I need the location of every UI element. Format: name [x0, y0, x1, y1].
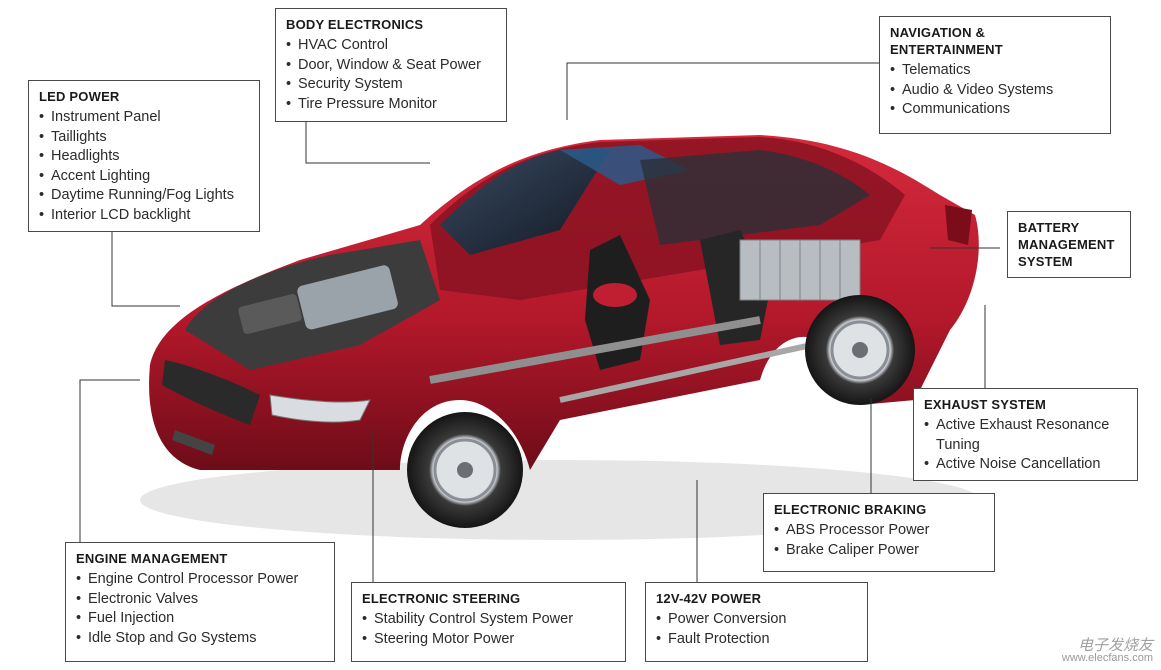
list-item: Engine Control Processor Power [76, 570, 324, 590]
fog-light [172, 430, 215, 455]
callout-battery-management: BATTERY MANAGEMENT SYSTEM [1007, 211, 1131, 278]
power12v-title: 12V-42V POWER [656, 591, 762, 606]
list-item: Headlights [39, 147, 249, 167]
callout-electronic-steering: ELECTRONIC STEERING Stability Control Sy… [351, 582, 626, 662]
callout-engine-management: ENGINE MANAGEMENT Engine Control Process… [65, 542, 335, 662]
list-item: Taillights [39, 128, 249, 148]
list-item: Audio & Video Systems [890, 81, 1100, 101]
taillight [945, 205, 972, 245]
list-item: Communications [890, 100, 1100, 120]
list-item: Brake Caliper Power [774, 541, 984, 561]
list-item: Stability Control System Power [362, 610, 615, 630]
engine-cover [238, 294, 302, 334]
list-item: Power Conversion [656, 610, 857, 630]
engine-block [297, 265, 398, 330]
list-item: Instrument Panel [39, 108, 249, 128]
navigation-title-line1: NAVIGATION & [890, 25, 986, 40]
steering-list: Stability Control System Power Steering … [362, 610, 615, 649]
list-item: Active Noise Cancellation [924, 455, 1127, 475]
headlight [269, 394, 371, 423]
navigation-title-line2: ENTERTAINMENT [890, 42, 1003, 57]
exhaust-list: Active Exhaust Resonance Tuning Active N… [924, 416, 1127, 475]
led-power-list: Instrument Panel Taillights Headlights A… [39, 108, 249, 225]
watermark-logo-text: 电子发烧友 [1077, 637, 1153, 654]
callout-navigation-entertainment: NAVIGATION & ENTERTAINMENT Telematics Au… [879, 16, 1111, 134]
braking-title: ELECTRONIC BRAKING [774, 502, 927, 517]
leader-lines [79, 62, 1000, 583]
battery-title-line1: BATTERY [1018, 220, 1080, 235]
list-item: Daytime Running/Fog Lights [39, 186, 249, 206]
engine-title: ENGINE MANAGEMENT [76, 551, 228, 566]
watermark: 电子发烧友 www.elecfans.com [1061, 637, 1153, 664]
steering-title: ELECTRONIC STEERING [362, 591, 521, 606]
list-item: HVAC Control [286, 36, 496, 56]
engine-list: Engine Control Processor Power Electroni… [76, 570, 324, 648]
callout-exhaust-system: EXHAUST SYSTEM Active Exhaust Resonance … [913, 388, 1138, 481]
list-item: Security System [286, 75, 496, 95]
led-power-title: LED POWER [39, 89, 120, 104]
list-item: Steering Motor Power [362, 630, 615, 650]
navigation-title: NAVIGATION & ENTERTAINMENT [890, 24, 1100, 58]
callout-body-electronics: BODY ELECTRONICS HVAC Control Door, Wind… [275, 8, 507, 122]
list-item: ABS Processor Power [774, 521, 984, 541]
list-item: Telematics [890, 61, 1100, 81]
battery-title-line2: MANAGEMENT [1018, 237, 1115, 252]
list-item: Fault Protection [656, 630, 857, 650]
list-item: Door, Window & Seat Power [286, 56, 496, 76]
battery-title: BATTERY MANAGEMENT SYSTEM [1018, 219, 1120, 270]
callout-12v-42v-power: 12V-42V POWER Power Conversion Fault Pro… [645, 582, 868, 662]
watermark-url: www.elecfans.com [1061, 652, 1153, 664]
grille [162, 360, 260, 425]
side-window [640, 150, 870, 245]
callout-electronic-braking: ELECTRONIC BRAKING ABS Processor Power B… [763, 493, 995, 572]
list-item: Tire Pressure Monitor [286, 95, 496, 115]
callout-led-power: LED POWER Instrument Panel Taillights He… [28, 80, 260, 232]
windshield [440, 150, 610, 255]
body-electronics-title: BODY ELECTRONICS [286, 17, 424, 32]
power12v-list: Power Conversion Fault Protection [656, 610, 857, 649]
list-item: Idle Stop and Go Systems [76, 629, 324, 649]
list-item: Interior LCD backlight [39, 206, 249, 226]
body-electronics-list: HVAC Control Door, Window & Seat Power S… [286, 36, 496, 114]
list-item: Fuel Injection [76, 609, 324, 629]
drivetrain [429, 316, 761, 384]
braking-list: ABS Processor Power Brake Caliper Power [774, 521, 984, 560]
battery-title-line3: SYSTEM [1018, 254, 1073, 269]
list-item: Electronic Valves [76, 590, 324, 610]
exhaust-title: EXHAUST SYSTEM [924, 397, 1046, 412]
list-item: Accent Lighting [39, 167, 249, 187]
list-item: Active Exhaust Resonance Tuning [924, 416, 1127, 455]
navigation-list: Telematics Audio & Video Systems Communi… [890, 61, 1100, 120]
side-mirror [593, 283, 637, 307]
